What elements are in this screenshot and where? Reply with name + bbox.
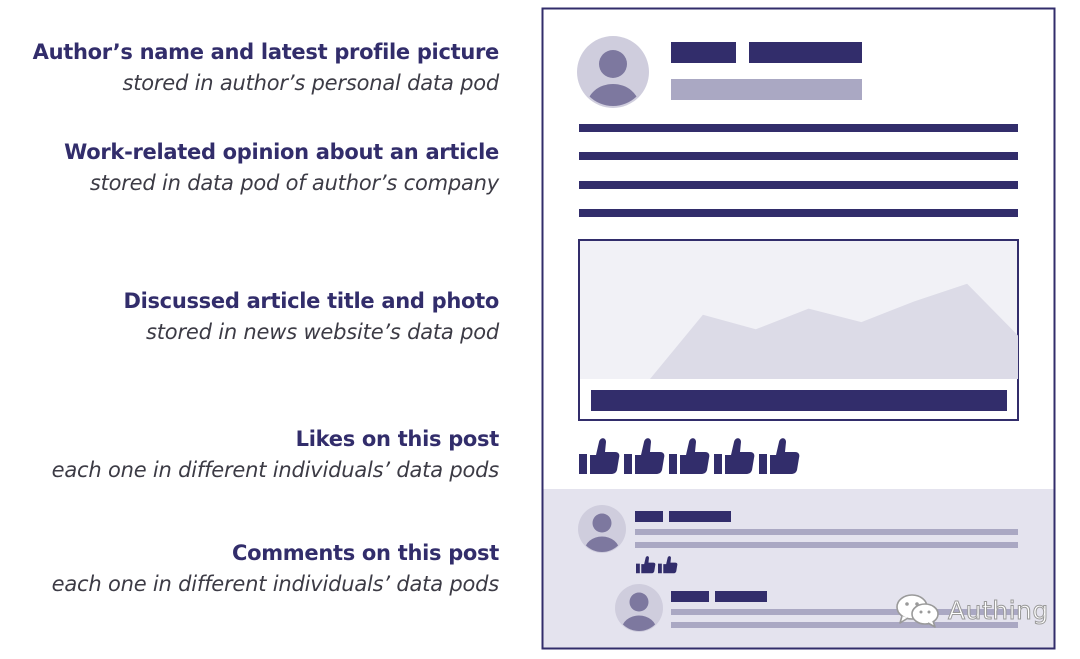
article-card xyxy=(578,239,1019,421)
reply-author-first xyxy=(671,591,709,602)
opinion-line xyxy=(579,152,1018,160)
author-meta-bar xyxy=(671,79,862,100)
comment-author-first xyxy=(635,511,663,522)
opinion-line xyxy=(579,209,1018,217)
watermark: Authing xyxy=(894,590,1054,630)
opinion-line xyxy=(579,181,1018,189)
label-article-subtitle: stored in news website’s data pod xyxy=(146,320,499,344)
label-article: Discussed article title and photo stored… xyxy=(123,286,499,348)
article-title-bar xyxy=(591,390,1007,411)
author-name-last xyxy=(749,42,862,63)
comment-author-last xyxy=(669,511,731,522)
label-likes-title: Likes on this post xyxy=(295,427,500,451)
label-opinion-title: Work-related opinion about an article xyxy=(64,140,499,164)
reply-line xyxy=(671,609,1018,615)
reply-avatar xyxy=(615,584,663,632)
label-author: Author’s name and latest profile picture… xyxy=(32,37,500,99)
commenter-avatar xyxy=(578,505,626,553)
label-likes: Likes on this post each one in different… xyxy=(51,424,500,486)
author-name-first xyxy=(671,42,736,63)
label-author-title: Author’s name and latest profile picture xyxy=(32,40,500,64)
comment-line xyxy=(635,542,1018,548)
label-opinion: Work-related opinion about an article st… xyxy=(64,137,499,199)
label-likes-subtitle: each one in different individuals’ data … xyxy=(51,458,500,482)
opinion-line xyxy=(579,124,1018,132)
watermark-text: Authing xyxy=(948,595,1049,625)
author-avatar xyxy=(577,36,649,108)
label-article-title: Discussed article title and photo xyxy=(123,289,499,313)
reply-line xyxy=(671,622,1018,628)
label-opinion-subtitle: stored in data pod of author’s company xyxy=(89,171,499,195)
label-comments: Comments on this post each one in differ… xyxy=(51,538,500,600)
reply-author-last xyxy=(715,591,767,602)
comment-line xyxy=(635,529,1018,535)
wechat-icon xyxy=(896,594,939,628)
label-author-subtitle: stored in author’s personal data pod xyxy=(122,71,499,95)
label-comments-title: Comments on this post xyxy=(231,541,499,565)
article-photo-graphic xyxy=(650,283,1018,379)
label-comments-subtitle: each one in different individuals’ data … xyxy=(51,572,500,596)
